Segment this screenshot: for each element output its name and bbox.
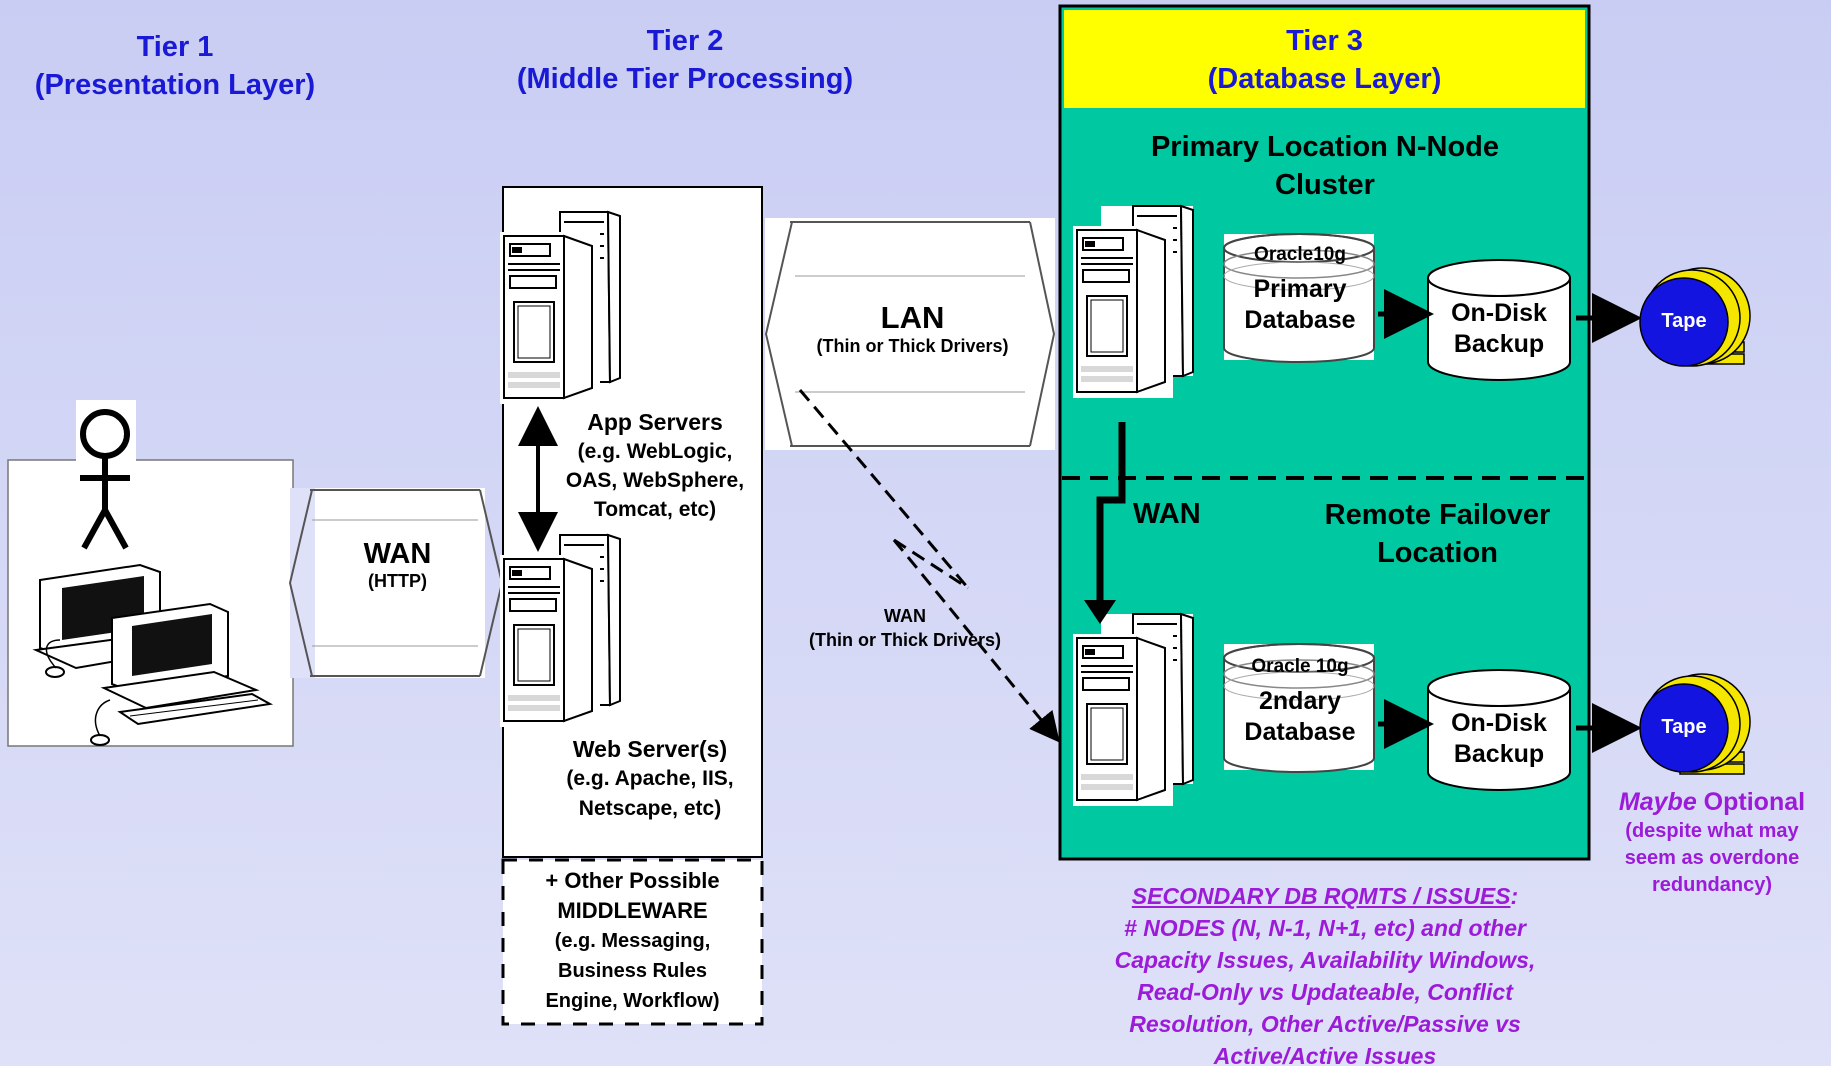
optional-note-line: redundancy) — [1651, 874, 1773, 896]
middleware-label: + Other Possible MIDDLEWARE (e.g. Messag… — [506, 866, 759, 1016]
secondary-issues-heading-text: SECONDARY DB RQMTS / ISSUES — [1131, 883, 1511, 909]
secondary-issues-line: Resolution, Other Active/Passive vs — [1129, 1011, 1521, 1037]
wan-http-sub: (HTTP) — [368, 571, 427, 591]
wan-drivers-label: WAN (Thin or Thick Drivers) — [780, 604, 1030, 652]
primary-location-label: Primary Location N-Node Cluster — [1100, 128, 1550, 204]
secondary-tape-icon — [1639, 673, 1751, 775]
secondary-db-product: Oracle 10g — [1251, 656, 1349, 677]
primary-backup-line: On-Disk — [1451, 299, 1547, 327]
tier2-heading: Tier 2 (Middle Tier Processing) — [470, 22, 900, 98]
lan-arrow — [764, 218, 1056, 450]
wan-http-title: WAN — [363, 538, 432, 570]
optional-note-maybe: Maybe — [1618, 788, 1697, 816]
secondary-backup-cylinder — [1427, 669, 1571, 791]
primary-db-product: Oracle10g — [1254, 244, 1346, 265]
optional-note-heading: Maybe Optional — [1598, 786, 1826, 818]
web-servers-title: Web Server(s) — [572, 736, 728, 762]
primary-backup-line: Backup — [1453, 330, 1545, 358]
app-servers-title: App Servers — [587, 409, 723, 435]
primary-db-label: Oracle10g Primary Database — [1226, 244, 1374, 336]
primary-backup-label: On-Disk Backup — [1428, 298, 1570, 360]
wan-drivers-title: WAN — [884, 606, 926, 626]
secondary-db-cylinder — [1223, 643, 1375, 773]
wan-db-link — [1096, 422, 1126, 618]
primary-db-line: Primary — [1253, 275, 1347, 303]
optional-note: Maybe Optional (despite what may seem as… — [1598, 786, 1826, 899]
web-servers-line: Netscape, etc) — [578, 797, 722, 820]
primary-db-line: Database — [1244, 306, 1356, 334]
secondary-issues-line: Read-Only vs Updateable, Conflict — [1137, 979, 1513, 1005]
secondary-backup-line: On-Disk — [1451, 709, 1547, 737]
client-workstation-icon — [7, 400, 294, 747]
secondary-tape-label: Tape — [1661, 716, 1707, 738]
tier2-subtitle: (Middle Tier Processing) — [516, 63, 854, 95]
app-server-icon — [499, 211, 621, 405]
tier2-title: Tier 2 — [646, 25, 724, 57]
secondary-issues-line: Active/Active Issues — [1213, 1043, 1437, 1066]
tier3-subtitle: (Database Layer) — [1207, 63, 1442, 95]
optional-note-line: (despite what may — [1625, 820, 1799, 842]
primary-tape-label: Tape — [1661, 310, 1707, 332]
primary-tape-icon — [1639, 267, 1751, 367]
app-servers-line: (e.g. WebLogic, — [577, 440, 733, 463]
app-servers-label: App Servers (e.g. WebLogic, OAS, WebSphe… — [550, 408, 760, 524]
lan-sub: (Thin or Thick Drivers) — [816, 336, 1009, 356]
web-server-icon — [499, 534, 621, 728]
wan-http-label: WAN (HTTP) — [330, 538, 465, 592]
primary-db-cylinder — [1223, 233, 1375, 363]
middleware-line: (e.g. Messaging, — [554, 930, 711, 952]
tier1-title: Tier 1 — [136, 31, 214, 63]
primary-backup-cylinder — [1427, 259, 1571, 381]
remote-location-line: Remote Failover — [1324, 499, 1551, 531]
middleware-line: MIDDLEWARE — [557, 898, 708, 923]
lan-label: LAN (Thin or Thick Drivers) — [790, 300, 1035, 357]
middleware-box — [501, 858, 764, 1026]
secondary-issues-line: Capacity Issues, Availability Windows, — [1114, 947, 1536, 973]
primary-location-line: Primary Location N-Node — [1150, 131, 1500, 163]
app-servers-line: Tomcat, etc) — [593, 498, 717, 521]
secondary-backup-label: On-Disk Backup — [1428, 708, 1570, 770]
remote-location-line: Location — [1377, 537, 1498, 569]
optional-note-optional: Optional — [1696, 788, 1806, 816]
middleware-line: Business Rules — [558, 960, 707, 982]
wan-link-label: WAN — [1133, 498, 1201, 530]
web-servers-label: Web Server(s) (e.g. Apache, IIS, Netscap… — [540, 734, 760, 824]
tier3-header — [1064, 10, 1585, 108]
wan-http-arrow — [288, 488, 504, 678]
wan-drivers-link — [798, 389, 1060, 743]
primary-location-line: Cluster — [1275, 169, 1375, 201]
secondary-issues-heading: SECONDARY DB RQMTS / ISSUES: — [1060, 880, 1590, 912]
tier1-heading: Tier 1 (Presentation Layer) — [0, 28, 350, 104]
tier1-subtitle: (Presentation Layer) — [34, 69, 316, 101]
secondary-db-label: Oracle 10g 2ndary Database — [1226, 656, 1374, 748]
secondary-issues-colon: : — [1510, 883, 1519, 909]
remote-location-label: Remote Failover Location — [1290, 496, 1585, 572]
tier3-title: Tier 3 — [1286, 25, 1363, 57]
secondary-backup-line: Backup — [1453, 740, 1545, 768]
lan-title: LAN — [880, 300, 945, 335]
secondary-db-line: Database — [1244, 718, 1356, 746]
middleware-line: + Other Possible — [545, 868, 720, 893]
wan-drivers-sub: (Thin or Thick Drivers) — [808, 630, 1002, 650]
secondary-issues-note: SECONDARY DB RQMTS / ISSUES: # NODES (N,… — [1060, 880, 1590, 1066]
tier3-heading: Tier 3 (Database Layer) — [1064, 22, 1585, 98]
middleware-line: Engine, Workflow) — [545, 990, 720, 1012]
secondary-db-server-icon — [1072, 613, 1194, 807]
primary-db-server-icon — [1072, 205, 1194, 399]
web-servers-line: (e.g. Apache, IIS, — [566, 767, 734, 790]
secondary-db-line: 2ndary — [1259, 687, 1341, 715]
secondary-issues-line: # NODES (N, N-1, N+1, etc) and other — [1124, 915, 1526, 941]
app-servers-line: OAS, WebSphere, — [565, 469, 745, 492]
optional-note-line: seem as overdone — [1624, 847, 1800, 869]
